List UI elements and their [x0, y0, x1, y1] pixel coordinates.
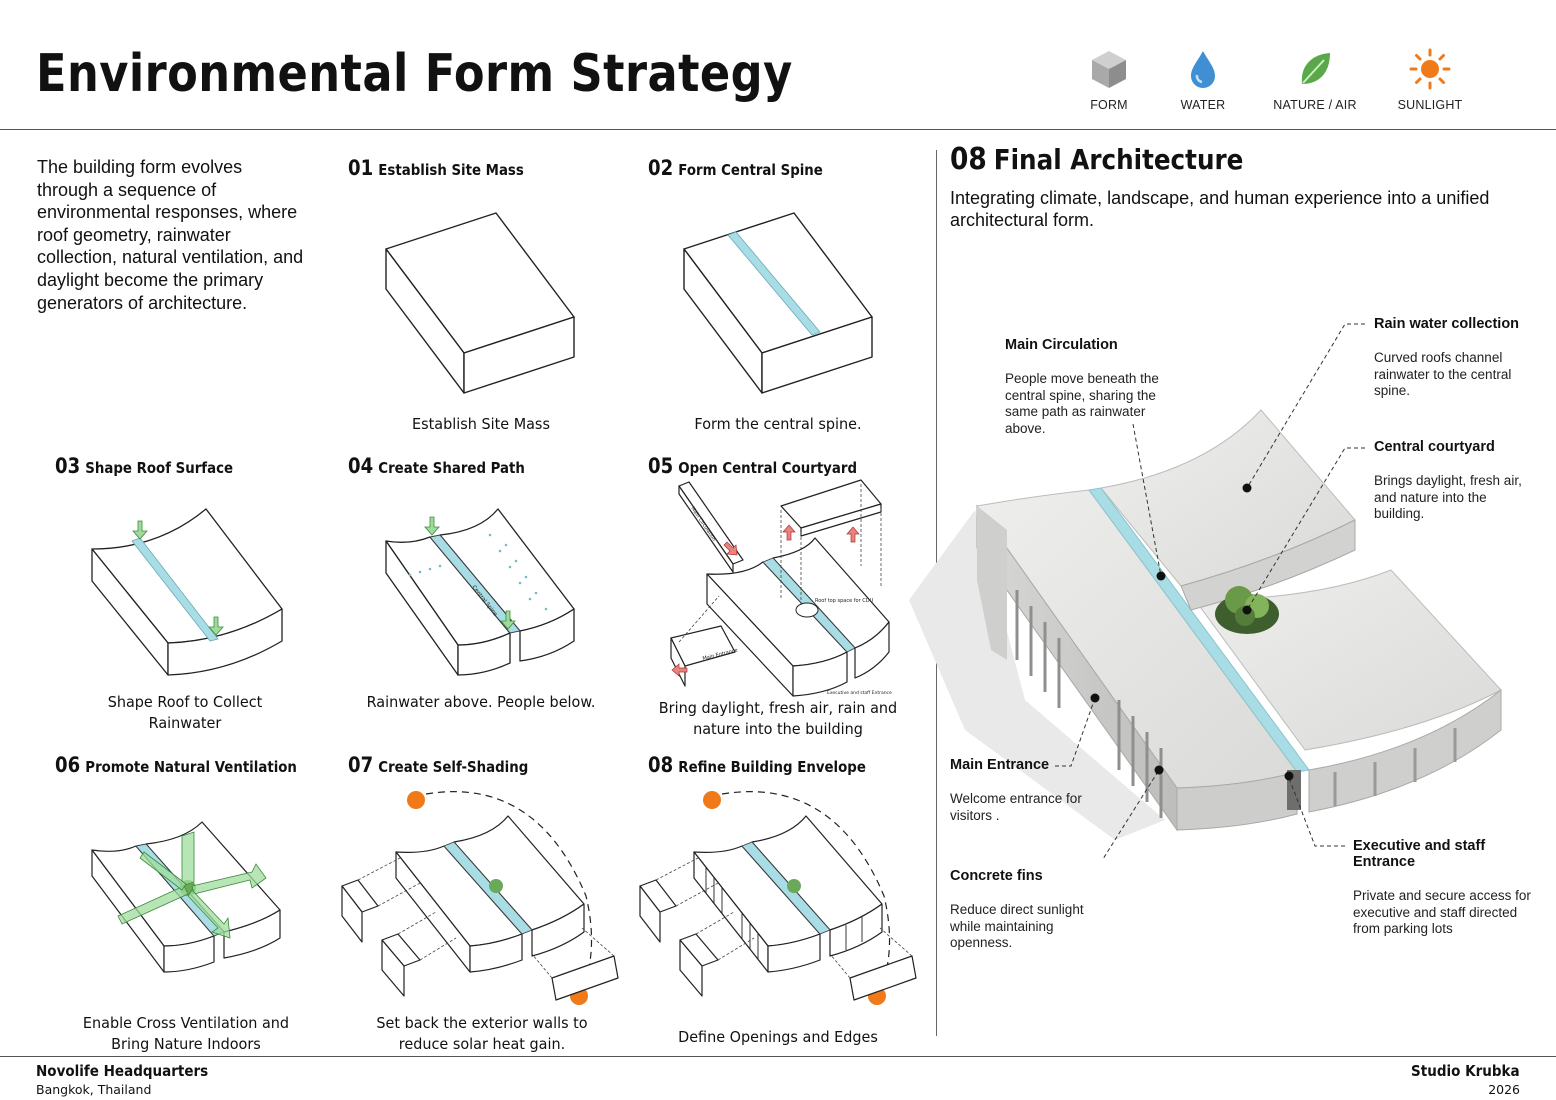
step-05-diagram: Main Circulation Roof top space for CDU … [670, 479, 892, 697]
step-title: Form Central Spine [678, 161, 823, 179]
project-location: Bangkok, Thailand [36, 1082, 152, 1097]
final-subtitle: Integrating climate, landscape, and huma… [950, 188, 1490, 230]
annotation-concrete-fins: Concrete fins Reduce direct sunlight whi… [950, 868, 1110, 952]
step-number: 05 [648, 454, 674, 478]
studio-name: Studio Krubka [1411, 1062, 1520, 1080]
sun-icon [1409, 48, 1451, 90]
annotation-main-circulation: Main Circulation People move beneath the… [1005, 337, 1185, 437]
legend-nature: NATURE / AIR [1260, 48, 1370, 112]
legend-form: FORM [1054, 48, 1164, 112]
annotation-title: Main Circulation [1005, 337, 1118, 353]
annotation-exec-entrance: Executive and staff Entrance Private and… [1353, 838, 1533, 938]
step-03-diagram [91, 508, 283, 676]
step-06-caption: Enable Cross Ventilation and Bring Natur… [82, 1014, 290, 1053]
step-07-diagram [341, 791, 619, 1005]
step-03-caption: Shape Roof to Collect Rainwater [107, 693, 263, 732]
legend-label: SUNLIGHT [1397, 98, 1463, 112]
step-08-diagram [639, 791, 917, 1005]
step-04-caption: Rainwater above. People below. [366, 693, 596, 711]
step-07-caption: Set back the exterior walls to reduce so… [376, 1014, 588, 1053]
legend-water: WATER [1148, 48, 1258, 112]
step-title: Refine Building Envelope [678, 758, 866, 776]
exec-entrance-label: Executive and staff Entrance [827, 690, 892, 696]
step-06-diagram [91, 821, 281, 973]
legend-label: FORM [1090, 98, 1128, 112]
step-01-caption: Establish Site Mass [412, 415, 550, 433]
annotation-title: Executive and staff Entrance [1353, 838, 1486, 870]
annotation-title: Concrete fins [950, 868, 1043, 884]
annotation-title: Main Entrance [950, 757, 1050, 773]
step-05-caption: Bring daylight, fresh air, rain and natu… [658, 699, 898, 738]
step-02-caption: Form the central spine. [694, 415, 862, 433]
water-drop-icon [1191, 51, 1215, 88]
roof-top-space-label: Roof top space for CDU [815, 598, 874, 604]
annotation-body: Reduce direct sunlight while maintaining… [950, 902, 1084, 950]
legend-label: NATURE / AIR [1273, 98, 1357, 112]
project-year: 2026 [1488, 1082, 1520, 1097]
intro-text: The building form evolves through a sequ… [37, 157, 304, 313]
step-02-diagram [683, 212, 873, 394]
annotation-body: Curved roofs channel rainwater to the ce… [1374, 350, 1512, 398]
step-number: 03 [55, 454, 81, 478]
project-name: Novolife Headquarters [36, 1062, 209, 1080]
final-title: Final Architecture [993, 143, 1244, 176]
step-number: 07 [348, 753, 374, 777]
annotation-body: Brings daylight, fresh air, and nature i… [1374, 473, 1522, 521]
step-title: Shape Roof Surface [85, 459, 234, 477]
step-number: 08 [648, 753, 674, 777]
step-title: Create Shared Path [378, 459, 525, 477]
step-title: Open Central Courtyard [678, 459, 857, 477]
annotation-rain-water: Rain water collection Curved roofs chann… [1374, 316, 1534, 400]
step-number: 02 [648, 156, 674, 180]
step-title: Establish Site Mass [378, 161, 524, 179]
cube-icon [1092, 51, 1126, 88]
step-number: 01 [348, 156, 374, 180]
annotation-leaders [1055, 323, 1365, 860]
step-number: 06 [55, 753, 81, 777]
footer-studio: Studio Krubka 2026 [1399, 1062, 1520, 1097]
annotation-main-entrance: Main Entrance Welcome entrance for visit… [950, 757, 1110, 824]
annotation-courtyard: Central courtyard Brings daylight, fresh… [1374, 439, 1534, 523]
annotation-title: Rain water collection [1374, 316, 1520, 332]
final-architecture-rendering [909, 409, 1502, 840]
page-title: Environmental Form Strategy [36, 44, 793, 104]
final-number: 08 [950, 142, 987, 177]
step-number: 04 [348, 454, 374, 478]
annotation-body: People move beneath the central spine, s… [1005, 371, 1159, 436]
step-08-caption: Define Openings and Edges [678, 1028, 878, 1046]
annotation-title: Central courtyard [1374, 439, 1495, 455]
step-04-diagram: Central Spine [385, 508, 575, 676]
step-01-diagram [385, 212, 575, 394]
annotation-body: Welcome entrance for visitors . [950, 791, 1082, 823]
leaf-icon [1301, 53, 1330, 84]
legend-sunlight: SUNLIGHT [1375, 48, 1485, 112]
legend-label: WATER [1180, 98, 1226, 112]
header-divider [0, 129, 1556, 130]
footer-divider [0, 1056, 1556, 1057]
annotation-body: Private and secure access for executive … [1353, 888, 1531, 936]
step-title: Create Self-Shading [378, 758, 529, 776]
footer-project: Novolife Headquarters Bangkok, Thailand [36, 1062, 227, 1097]
step-title: Promote Natural Ventilation [85, 758, 297, 776]
